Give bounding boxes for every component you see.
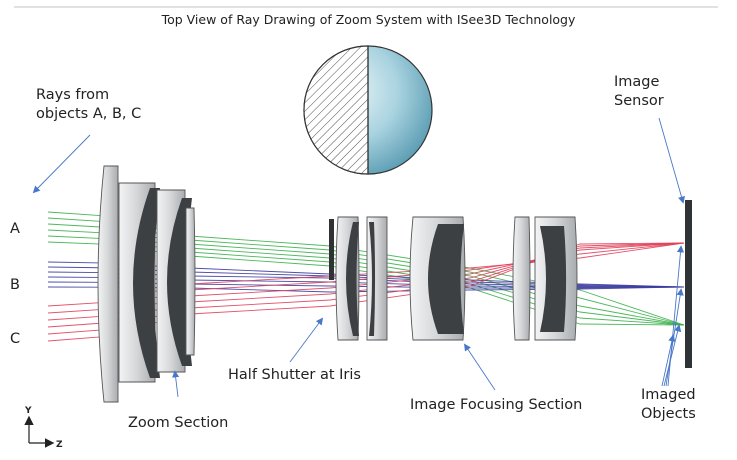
zoom-lens-4 xyxy=(185,207,196,356)
lens-elements xyxy=(97,165,578,403)
focus-pointer xyxy=(464,343,496,391)
imaged-pointer-1 xyxy=(667,245,685,387)
imaged-pointer-3 xyxy=(663,324,682,387)
half-shutter-label: Half Shutter at Iris xyxy=(228,367,361,383)
shutter-pointer xyxy=(289,317,324,363)
diagram-title: Top View of Ray Drawing of Zoom System w… xyxy=(161,12,576,27)
image-sensor-label: Image Sensor xyxy=(614,73,664,111)
image-sensor-label-line2: Sensor xyxy=(614,93,664,109)
rays-label-line1: Rays from xyxy=(36,87,110,103)
axis-z-label: Z xyxy=(56,440,63,450)
object-c-label: C xyxy=(10,331,21,347)
zoom-lens-2-dark xyxy=(133,188,160,378)
image-focusing-label: Image Focusing Section xyxy=(410,397,583,413)
focus-lens-1-dark xyxy=(428,224,464,334)
imaged-objects-label-line2: Objects xyxy=(641,406,696,422)
annotation-arrows xyxy=(32,117,685,398)
relay-lens-2 xyxy=(366,216,388,341)
relay-lens-1-dark xyxy=(346,222,359,336)
focus-lens-3-dark xyxy=(540,226,567,332)
rays-label-line2: objects A, B, C xyxy=(36,106,142,122)
zoom-section-label: Zoom Section xyxy=(128,415,229,431)
axis-indicator xyxy=(24,415,55,448)
half-shutter-sphere-illustration xyxy=(303,45,433,175)
rays-pointer xyxy=(32,134,91,194)
image-sensor-label-line1: Image xyxy=(614,74,660,90)
object-a-label: A xyxy=(10,221,20,237)
image-sensor xyxy=(685,200,692,368)
axis-y-label: Y xyxy=(25,406,32,416)
imaged-pointer-4 xyxy=(661,334,676,387)
zoom-lens-front xyxy=(97,165,119,403)
imaged-pointer-2 xyxy=(665,288,684,387)
focus-lens-2 xyxy=(512,216,531,341)
sphere-hatched-half xyxy=(303,45,369,175)
zoom-pointer xyxy=(172,370,180,398)
object-b-label: B xyxy=(10,277,20,293)
sensor-pointer xyxy=(658,117,685,204)
half-shutter xyxy=(329,219,334,280)
relay-lens-2-dark xyxy=(369,222,376,336)
rays-label: Rays from objects A, B, C xyxy=(36,86,141,124)
imaged-objects-label: Imaged Objects xyxy=(641,386,696,424)
imaged-objects-label-line1: Imaged xyxy=(641,387,696,403)
